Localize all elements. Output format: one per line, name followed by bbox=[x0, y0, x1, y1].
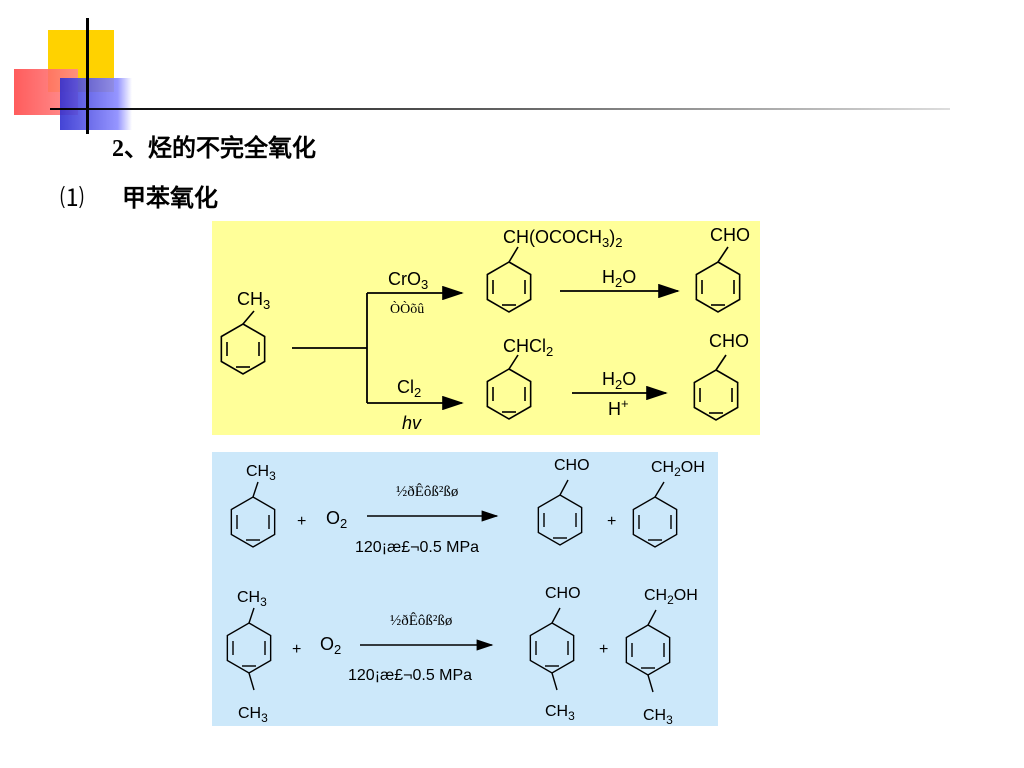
methyl-label: CH bbox=[237, 289, 263, 309]
row1-plus-sign-2: + bbox=[607, 513, 616, 530]
row2-p-xylene-structure: CH3 CH3 bbox=[226, 589, 272, 725]
svg-text:CH2OH: CH2OH bbox=[644, 587, 698, 607]
acid-label: H+ bbox=[608, 396, 629, 419]
upper-reagent-garbled: ÒÒõû bbox=[390, 300, 424, 317]
branch-lines bbox=[292, 285, 464, 411]
panel-background bbox=[212, 221, 760, 435]
row1-oxygen: O2 bbox=[326, 508, 347, 531]
row2-p-tolualdehyde-structure: CHO CH3 bbox=[529, 585, 581, 723]
svg-text:CH3: CH3 bbox=[246, 463, 276, 483]
subsection-number: ⑴ bbox=[60, 186, 84, 212]
horizontal-rule bbox=[50, 108, 950, 110]
row2-catalyst: ½ðÊôß²ßø bbox=[390, 612, 452, 629]
row2-plus-sign: + bbox=[292, 641, 301, 658]
svg-text:CH3: CH3 bbox=[237, 289, 270, 312]
svg-text:CH(OCOCH3)2: CH(OCOCH3)2 bbox=[503, 227, 622, 250]
row1-toluene-structure: CH3 bbox=[230, 463, 276, 548]
row1-conditions: 120¡æ£¬0.5 MPa bbox=[355, 539, 479, 556]
light-label: hv bbox=[402, 413, 422, 433]
upper-reagent: CrO3 bbox=[388, 269, 428, 292]
reaction-scheme-catalytic-oxidation: CH3 + O2 ½ðÊôß²ßø 120¡æ£¬0.5 MPa CHO + C… bbox=[212, 452, 718, 726]
row1-plus-sign: + bbox=[297, 513, 306, 530]
subsection-title: 甲苯氧化 bbox=[122, 186, 218, 212]
row2-oxygen: O2 bbox=[320, 634, 341, 657]
row1-benzyl-alcohol-structure: CH2OH bbox=[632, 459, 705, 548]
vertical-rule bbox=[86, 18, 89, 134]
benzaldehyde-structure-lower: CHO bbox=[693, 331, 749, 421]
row2-p-methylbenzyl-alcohol-structure: CH2OH CH3 bbox=[625, 587, 698, 726]
benzaldehyde-structure-upper: CHO bbox=[695, 225, 750, 313]
svg-text:CHO: CHO bbox=[545, 585, 581, 602]
svg-text:CHO: CHO bbox=[710, 225, 750, 245]
reaction-scheme-chromic-chlorination: CH3 CrO3 ÒÒõû CH(OCOCH3)2 H2O CHO Cl2 bbox=[212, 221, 760, 435]
blue-square-decoration bbox=[60, 78, 132, 130]
svg-text:CH3: CH3 bbox=[643, 707, 673, 726]
lower-h2o-label: H2O bbox=[602, 369, 636, 392]
benzylidene-diacetate-structure: CH(OCOCH3)2 bbox=[486, 227, 622, 313]
svg-text:CHO: CHO bbox=[709, 331, 749, 351]
svg-text:CH3: CH3 bbox=[238, 705, 268, 725]
upper-h2o-label: H2O bbox=[602, 267, 636, 290]
section-title: 2、烃的不完全氧化 bbox=[112, 136, 316, 162]
toluene-structure: CH3 bbox=[220, 289, 270, 375]
row2-plus-sign-2: + bbox=[599, 641, 608, 658]
row2-conditions: 120¡æ£¬0.5 MPa bbox=[348, 667, 472, 684]
panel-background bbox=[212, 452, 718, 726]
row1-benzaldehyde-structure: CHO bbox=[537, 457, 590, 546]
svg-text:CH3: CH3 bbox=[545, 703, 575, 723]
lower-reagent: Cl2 bbox=[397, 377, 421, 400]
svg-text:CHO: CHO bbox=[554, 457, 590, 474]
svg-text:CHCl2: CHCl2 bbox=[503, 336, 553, 359]
svg-text:CH3: CH3 bbox=[237, 589, 267, 609]
row1-catalyst: ½ðÊôß²ßø bbox=[396, 483, 458, 500]
svg-text:CH2OH: CH2OH bbox=[651, 459, 705, 479]
benzal-chloride-structure: CHCl2 bbox=[486, 336, 553, 420]
